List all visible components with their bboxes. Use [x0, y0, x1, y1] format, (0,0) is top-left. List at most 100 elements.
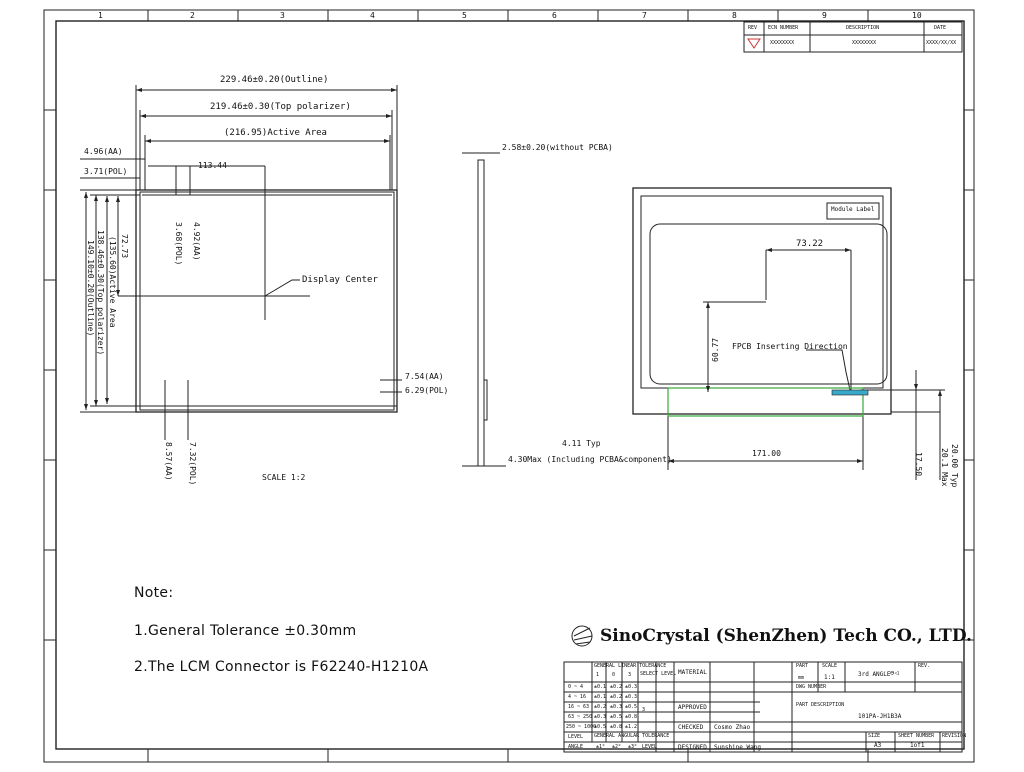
tolerance-cell: ±1.2 [625, 724, 638, 730]
ecn-value: XXXXXXXX [770, 40, 795, 46]
note-title: Note: [134, 585, 174, 601]
designed-by: Sunshine Wang [714, 744, 761, 751]
connector-height-label: 17.50 [914, 452, 923, 477]
ecn-header: ECN NUMBER [768, 25, 799, 31]
aa-left-label: 4.96(AA) [84, 147, 123, 156]
tolerance-cell: ±0.8 [625, 714, 638, 720]
size-value: A3 [874, 742, 882, 749]
offset-x-label: 73.22 [796, 239, 824, 249]
display-center-label: Display Center [302, 275, 378, 285]
column-number: 1 [98, 11, 103, 20]
select-level-label: SELECT LEVEL [640, 671, 677, 677]
angle-value: ±2° [612, 744, 622, 750]
tolerance-range: 250 ~ 1000 [566, 724, 597, 730]
polarizer-width-label: 219.46±0.30(Top polarizer) [210, 102, 351, 112]
angle-projection-symbol: ⊖◁ [890, 669, 899, 677]
material-label: MATERIAL [678, 669, 707, 676]
angle-projection-label: 3rd ANGLE [858, 671, 891, 678]
angle-value: ±3° [628, 744, 638, 750]
active-area-width-label: (216.95)Active Area [224, 128, 327, 138]
checked-label: CHECKED [678, 724, 704, 731]
rev-header: REV [748, 25, 758, 31]
aa-top-label: 4.92(AA) [192, 222, 201, 261]
module-label: Module Label [831, 206, 875, 213]
pol-bottom-label: 7.32(POL) [188, 442, 197, 486]
scale-field-value: 1:1 [824, 674, 835, 681]
tolerance-cell: ±0.3 [625, 694, 638, 700]
pol-left-label: 3.71(POL) [84, 167, 128, 176]
tolerance-cell: ±0.5 [594, 724, 607, 730]
tolerance-cell: ±0.2 [610, 694, 623, 700]
column-number: 8 [732, 11, 737, 20]
aa-right-label: 7.54(AA) [405, 372, 444, 381]
part-value: mm [798, 675, 805, 681]
tolerance-range: 4 ~ 16 [568, 694, 587, 700]
tolerance-cell: ±0.3 [610, 704, 623, 710]
description-header: DESCRIPTION [846, 25, 880, 31]
tolerance-cell: ±0.5 [610, 714, 623, 720]
rev-field-label: REV. [918, 663, 931, 669]
tolerance-cell: ±0.1 [594, 694, 607, 700]
column-number: 3 [280, 11, 285, 20]
typ-thickness-label: 4.11 Typ [562, 439, 601, 448]
column-number: 7 [642, 11, 647, 20]
checked-by: Cosmo Zhao [714, 724, 751, 731]
note-item: 2.The LCM Connector is F62240-H1210A [134, 659, 429, 675]
typ-height-label: 20.00 Typ [950, 444, 959, 488]
tolerance-cell: ±0.2 [594, 704, 607, 710]
active-area-height-label: (135.60)Active Area [108, 236, 117, 328]
scale-field-label: SCALE [822, 663, 838, 669]
scale-label: SCALE 1:2 [262, 473, 306, 482]
date-value: XXXX/XX/XX [926, 40, 957, 46]
size-label: SIZE [868, 733, 881, 739]
part-description-label: PART DESCRIPTION [796, 702, 845, 708]
note-item: 1.General Tolerance ±0.30mm [134, 623, 357, 639]
level-value: 3 [642, 707, 646, 713]
sheet-number-label: SHEET NUMBER [898, 733, 935, 739]
level-label: LEVEL [642, 744, 658, 750]
thickness-label: 2.58±0.20(without PCBA) [502, 143, 613, 152]
pol-right-label: 6.29(POL) [405, 386, 449, 395]
angle-value: ±1° [596, 744, 606, 750]
part-description-value: 101PA-JH1B3A [858, 713, 902, 720]
column-number: 9 [822, 11, 827, 20]
max-height-label: 20.1 Max [940, 448, 949, 487]
company-name: SinoCrystal (ShenZhen) Tech CO., LTD. [600, 626, 972, 646]
center-x-label: 113.44 [198, 161, 227, 170]
polarizer-height-label: 138.46±0.30(Top polarizer) [96, 230, 105, 356]
tolerance-range: 63 ~ 250 [568, 714, 593, 720]
outline-width-label: 229.46±0.20(Outline) [220, 75, 329, 85]
date-header: DATE [934, 25, 947, 31]
angular-level-label: LEVEL [568, 734, 584, 740]
tolerance-cell: ±0.2 [610, 684, 623, 690]
fpc-direction-label: FPCB Inserting Direction [732, 342, 848, 351]
column-number: 6 [552, 11, 557, 20]
pol-top-label: 3.68(POL) [174, 222, 183, 266]
tolerance-col: 3 [628, 672, 632, 678]
aa-bottom-label: 8.57(AA) [164, 442, 173, 481]
tolerance-cell: ±0.3 [625, 684, 638, 690]
tolerance-col: 1 [596, 672, 600, 678]
column-number: 4 [370, 11, 375, 20]
drawing-number-label: DWG NUMBER [796, 684, 827, 690]
tolerance-range: 0 ~ 4 [568, 684, 584, 690]
tolerance-range: 16 ~ 63 [568, 704, 590, 710]
tolerance-col: 0 [612, 672, 616, 678]
angle-label: ANGLE [568, 744, 584, 750]
max-thickness-label: 4.30Max (Including PCBA&component) [508, 455, 672, 464]
tolerance-cell: ±0.3 [594, 714, 607, 720]
tolerance-title: GENERAL LINEAR TOLERANCE [594, 663, 667, 669]
angular-tolerance-title: GENERAL ANGULAR TOLERANCE [594, 733, 670, 739]
connector-width-label: 171.00 [752, 449, 781, 458]
part-label: PART [796, 663, 809, 669]
approved-label: APPROVED [678, 704, 707, 711]
outline-height-label: 149.10±0.20(Outline) [86, 240, 95, 337]
revision-label: REVISION [942, 733, 967, 739]
column-number: 2 [190, 11, 195, 20]
column-number: 5 [462, 11, 467, 20]
description-value: XXXXXXXX [852, 40, 877, 46]
tolerance-cell: ±0.8 [610, 724, 623, 730]
column-number: 10 [912, 11, 922, 20]
